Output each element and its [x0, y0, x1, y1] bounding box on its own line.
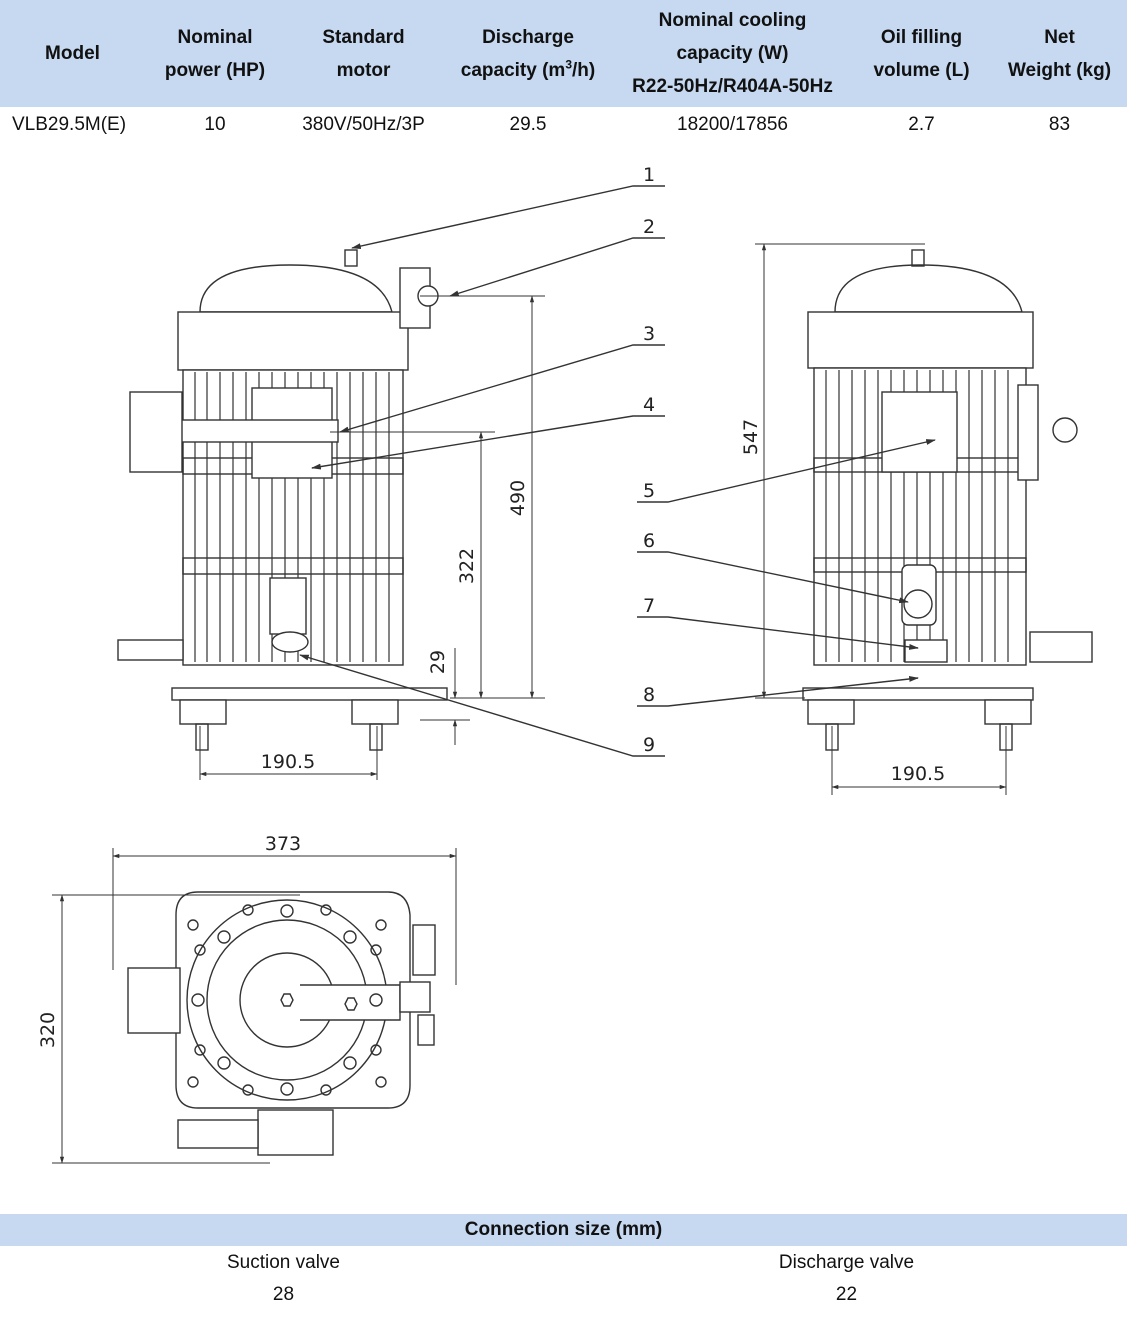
cell-model: VLB29.5M(E) [12, 114, 127, 135]
callout-2: 2 [643, 216, 655, 238]
cell-discharge: 29.5 [509, 114, 547, 135]
callout-4: 4 [643, 394, 655, 416]
suction-valve-label: Suction valve [226, 1252, 340, 1273]
dim-front-height-base: 29 [427, 650, 449, 674]
side-dimensions [755, 243, 1007, 795]
spec-table-row: VLB29.5M(E) 10 380V/50Hz/3P 29.5 18200/1… [0, 107, 1127, 143]
callout-8: 8 [643, 684, 655, 706]
suction-valve-value: 28 [272, 1284, 295, 1305]
callout-5: 5 [643, 480, 655, 502]
top-view [127, 891, 436, 1156]
side-callout-leaders [637, 439, 936, 707]
dim-top-width: 373 [265, 833, 301, 855]
cell-cooling: 18200/17856 [677, 114, 788, 135]
cell-power: 10 [204, 114, 226, 135]
callout-7: 7 [643, 595, 655, 617]
front-view [117, 249, 448, 751]
callout-3: 3 [643, 323, 655, 345]
callout-1: 1 [643, 164, 655, 186]
cell-motor: 380V/50Hz/3P [302, 114, 425, 135]
header-model: Model [0, 0, 145, 107]
callout-6: 6 [643, 530, 655, 552]
front-callout-leaders [299, 185, 665, 757]
cell-weight: 83 [1048, 114, 1071, 135]
dim-front-width: 190.5 [261, 751, 315, 773]
connection-size-title: Connection size (mm) [0, 1214, 1127, 1246]
callout-9: 9 [643, 734, 655, 756]
dim-front-height-total: 490 [507, 480, 529, 516]
cell-oil: 2.7 [908, 114, 935, 135]
dim-top-depth: 320 [37, 1012, 59, 1048]
discharge-valve-value: 22 [835, 1284, 858, 1305]
side-view [802, 249, 1093, 751]
compressor-drawing: 1 2 3 4 5 6 7 8 9 190.5 490 322 29 547 1… [37, 164, 1093, 1164]
front-dimensions [199, 295, 545, 780]
dim-side-height: 547 [740, 419, 762, 455]
dim-side-width: 190.5 [891, 763, 945, 785]
top-dimensions [52, 848, 457, 1164]
discharge-valve-label: Discharge valve [778, 1252, 915, 1273]
dim-front-height-mid: 322 [456, 548, 478, 584]
